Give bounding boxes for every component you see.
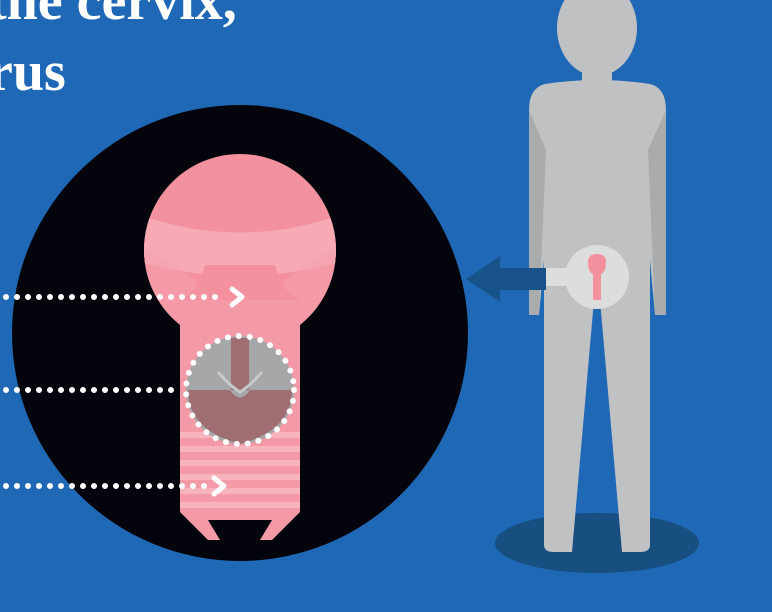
heading-line-1: the cervix, <box>0 0 237 29</box>
cervix-detail <box>186 336 294 444</box>
figure-shadow <box>495 513 699 573</box>
heading-line-2: rus <box>0 44 66 100</box>
